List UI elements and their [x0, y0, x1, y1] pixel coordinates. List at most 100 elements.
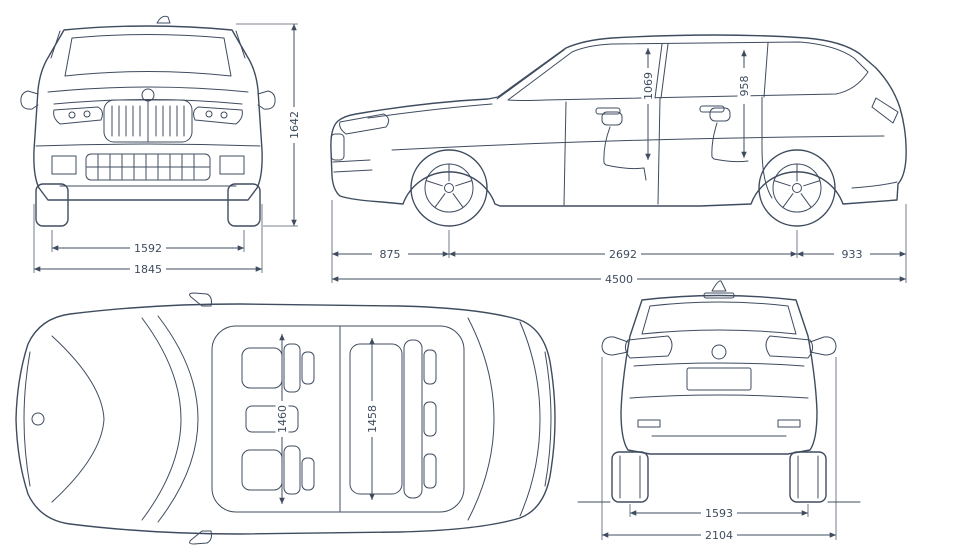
rear-window	[641, 301, 797, 335]
roof-antenna-fin	[156, 15, 171, 24]
center-console	[245, 405, 299, 433]
front-a-pillars	[50, 30, 246, 59]
label-backing	[605, 247, 641, 261]
label-backing	[601, 272, 637, 286]
rotated-label: 1458	[365, 401, 379, 437]
grille-slats	[111, 99, 185, 143]
dim-label-front-interior-width: 1460	[276, 405, 289, 433]
dim-label-width-incl-mirrors: 2104	[705, 529, 733, 542]
rear-right-wheel	[789, 451, 827, 503]
taillights	[624, 335, 814, 359]
label-backing	[365, 401, 379, 437]
dim-front-overhang: 875	[332, 247, 449, 261]
front-view-drawing	[20, 15, 276, 227]
windshield-arcs	[141, 315, 199, 523]
rotated-label: 958	[737, 68, 751, 104]
rear-bench-cushion	[349, 343, 403, 495]
side-body-outline	[330, 34, 907, 207]
dim-rear-interior-height: 958	[737, 50, 751, 158]
label-backing	[641, 68, 655, 104]
door-seams	[563, 96, 773, 206]
pillars	[654, 42, 769, 99]
front-bumper-crease	[35, 143, 261, 147]
label-backing	[287, 107, 301, 143]
label-backing	[130, 262, 166, 276]
dim-label-track-width: 1592	[134, 242, 162, 255]
dim-label-wheelbase: 2692	[609, 248, 637, 261]
rear-seat-profile	[711, 122, 749, 163]
rear-window-arcs	[467, 317, 541, 521]
front-bumper-details	[332, 159, 373, 173]
dim-label-overall-width: 1845	[134, 263, 162, 276]
windshield-line	[496, 49, 565, 100]
label-backing	[737, 68, 751, 104]
label-backing	[130, 241, 166, 255]
label-backing	[701, 506, 737, 520]
front-door-handle	[595, 107, 621, 115]
headlight-lens-icon	[220, 111, 228, 119]
tire-treads	[619, 455, 819, 499]
rear-left-wheel	[611, 451, 649, 503]
side-extension-lines	[331, 200, 907, 283]
driver-seat-cushion	[241, 347, 283, 389]
dim-width-incl-mirrors: 2104	[601, 357, 837, 542]
rotated-label: 1069	[641, 68, 655, 104]
top-body-outline	[15, 303, 556, 535]
greenhouse-glass	[507, 41, 869, 101]
label-backing	[834, 247, 870, 261]
rotated-label: 1642	[287, 107, 301, 143]
passenger-seat-headrest	[301, 457, 315, 491]
dim-front-overall-height: 1642	[236, 23, 301, 227]
side-view-drawing	[330, 34, 907, 227]
dim-wheelbase: 2692	[449, 247, 797, 261]
bmw-roundel-icon	[31, 412, 45, 426]
dim-front-interior-width: 1460	[275, 334, 289, 504]
brake-light	[703, 292, 735, 299]
driver-seat-headrest	[301, 351, 315, 385]
rear-view-drawing	[577, 280, 861, 503]
top-view: 1460 1458	[15, 292, 556, 545]
dim-front-interior-height: 1069	[641, 48, 655, 160]
extension-lines	[601, 357, 837, 540]
rear-bumper-line	[851, 181, 898, 189]
rear-view: 1593 2104	[577, 280, 861, 542]
label-backing	[372, 247, 408, 261]
rear-wheel-spokes	[773, 163, 821, 208]
rear-seat-headrest	[709, 107, 731, 122]
front-view: 1592 1845 1642	[20, 15, 301, 276]
dim-label-rear-interior-height: 958	[738, 76, 751, 97]
dim-overall-length: 4500	[332, 272, 906, 286]
headlight-lens-icon	[83, 110, 91, 118]
bmw-roundel-icon	[711, 344, 727, 360]
lower-air-intake	[85, 153, 211, 181]
rear-bench-backrest	[403, 339, 423, 499]
extension-lines	[33, 204, 263, 273]
front-side-mirrors	[20, 90, 276, 110]
front-body-outline	[33, 25, 263, 201]
bmw-roundel-icon	[141, 88, 155, 102]
side-grille	[330, 133, 345, 161]
label-backing	[275, 401, 289, 437]
front-seat-profile	[603, 126, 647, 181]
front-windshield	[64, 34, 232, 77]
rotated-label: 1460	[275, 401, 289, 437]
rear-tire	[758, 149, 836, 227]
side-headlight	[339, 113, 390, 135]
side-air-scoops	[51, 155, 245, 175]
front-left-wheel	[35, 183, 69, 227]
front-headlights	[53, 106, 243, 125]
rear-headrest	[423, 349, 437, 385]
panoramic-roof-opening	[211, 325, 465, 513]
license-plate-area	[686, 367, 752, 391]
front-right-wheel	[227, 183, 261, 227]
rear-door-handle	[699, 105, 725, 113]
roof-antenna-fin	[711, 280, 727, 292]
dim-label-rear-overhang: 933	[842, 248, 863, 261]
front-wheel-spokes	[425, 163, 473, 208]
label-backing	[701, 528, 737, 542]
tailgate-line	[544, 351, 552, 487]
extension-lines	[236, 23, 298, 227]
passenger-seat-cushion	[241, 449, 283, 491]
